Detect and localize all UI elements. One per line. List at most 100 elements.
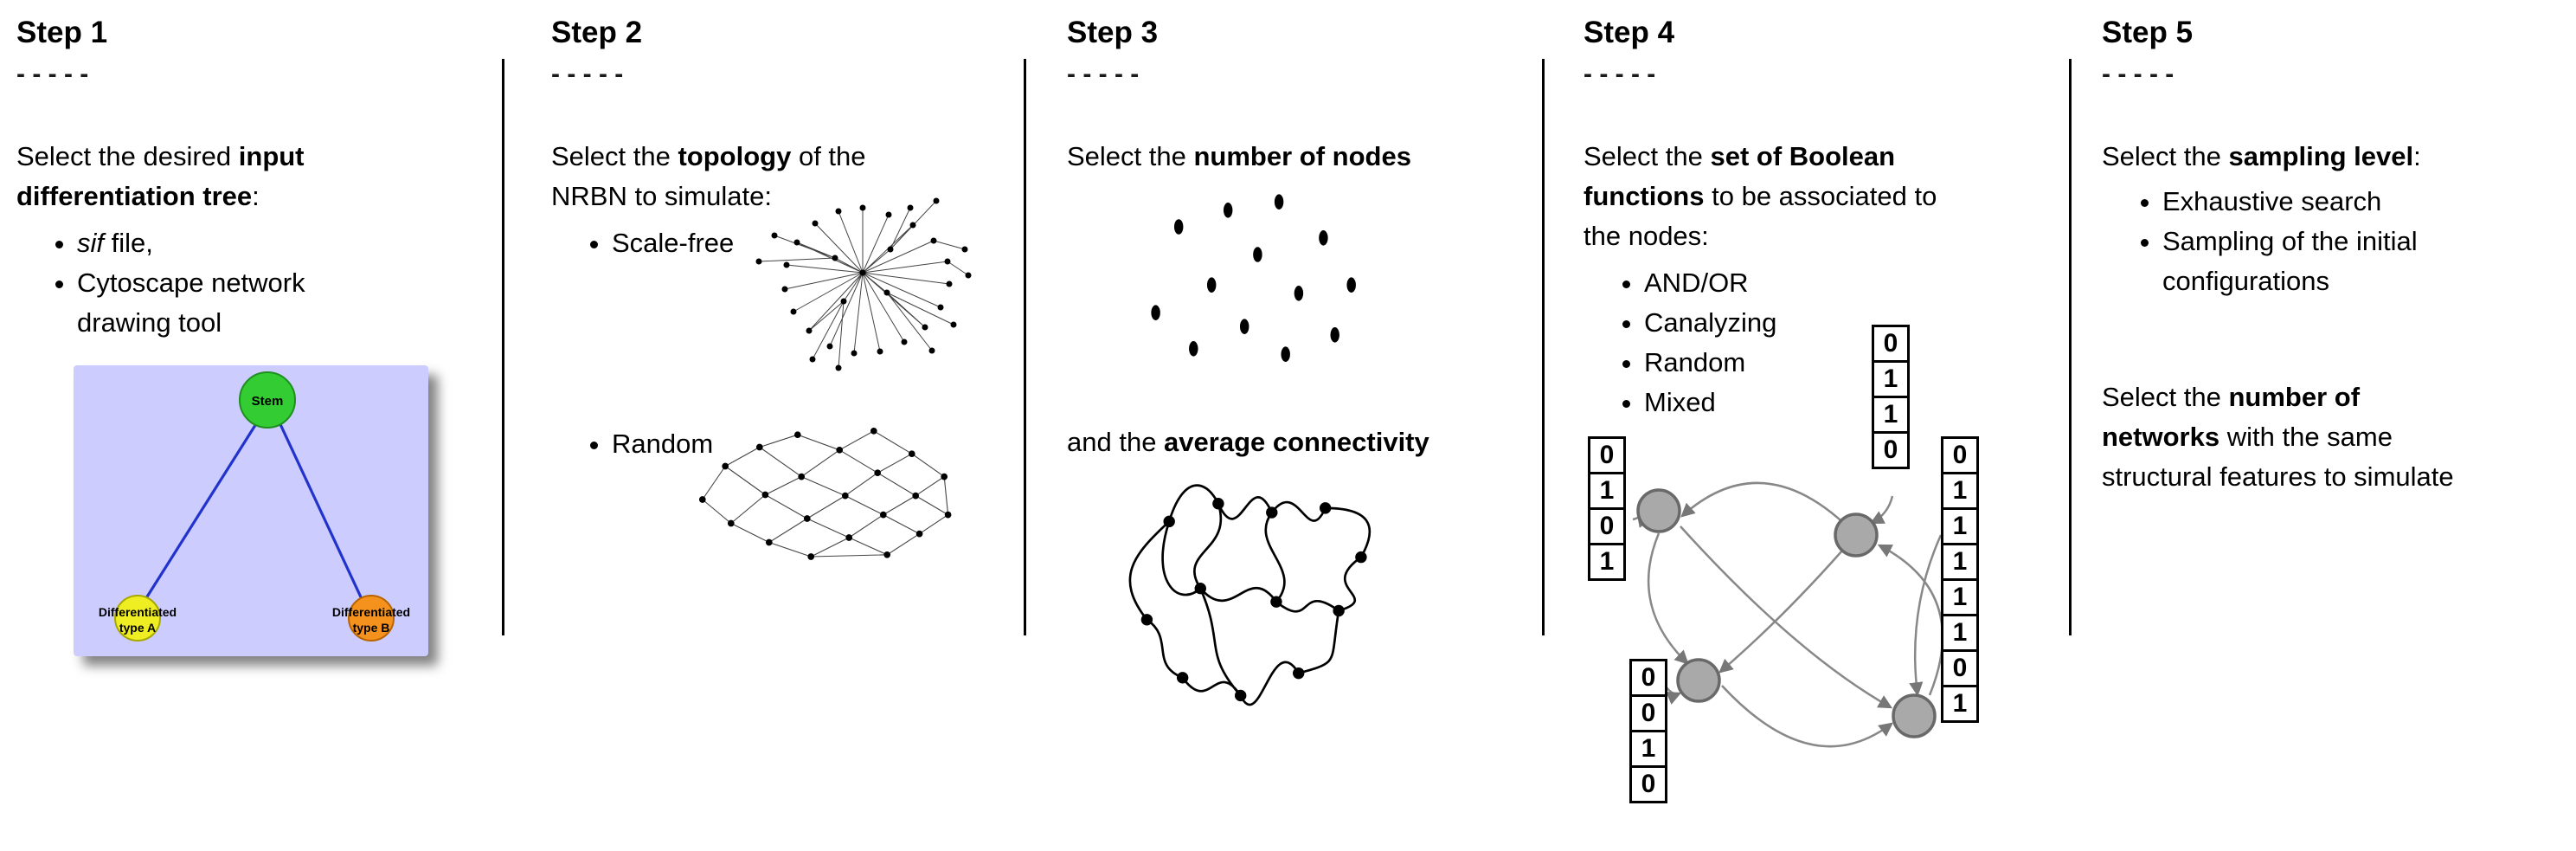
truth-table-cell: 1 bbox=[1588, 543, 1626, 581]
step-2-options: Scale-free Random bbox=[551, 223, 1014, 464]
network-edges bbox=[758, 200, 969, 369]
bullet-text: Cytoscape network drawing tool bbox=[77, 268, 305, 338]
type-b-label-line1: Differentiated bbox=[332, 605, 410, 619]
truth-table-cell: 0 bbox=[1941, 649, 1979, 687]
step-1-column: Step 1 - - - - - Select the desired inpu… bbox=[16, 0, 501, 656]
bullet-text: Sampling of the initial configurations bbox=[2162, 226, 2418, 296]
truth-table-cell: 0 bbox=[1872, 325, 1910, 363]
bullet-text: Exhaustive search bbox=[2162, 186, 2382, 216]
truth-table-cell: 0 bbox=[1629, 694, 1667, 732]
truth-table-cell: 1 bbox=[1941, 578, 1979, 616]
bullet-text: Mixed bbox=[1644, 387, 1716, 417]
instruction-bold: sampling level bbox=[2228, 141, 2414, 171]
bullet-random: Random bbox=[612, 424, 1014, 464]
instruction-bold: number of networks bbox=[2102, 382, 2361, 452]
instruction-text: Select the bbox=[2102, 141, 2229, 171]
scale-free-network-figure bbox=[755, 197, 972, 371]
bullet-sampling: Sampling of the initial configurations bbox=[2162, 222, 2576, 301]
truth-table-cell: 0 bbox=[1629, 765, 1667, 803]
bullet-canalyzing: Canalyzing bbox=[1644, 303, 2068, 343]
instruction-bold: set of Boolean functions bbox=[1584, 141, 1896, 211]
step-3-column: Step 3 - - - - - Select the number of no… bbox=[1067, 0, 1539, 727]
truth-table-cell: 1 bbox=[1588, 472, 1626, 510]
truth-table-cell: 1 bbox=[1629, 730, 1667, 768]
step-2-title: Step 2 bbox=[551, 16, 643, 49]
type-b-label-line2: type B bbox=[353, 621, 390, 635]
tree-edges bbox=[143, 422, 364, 602]
column-divider-4 bbox=[2069, 59, 2072, 635]
step-4-instruction: Select the set of Boolean functions to b… bbox=[1584, 137, 2068, 256]
bullet-text: file, bbox=[104, 228, 153, 258]
step-5-instruction-sampling: Select the sampling level: bbox=[2102, 137, 2576, 177]
bullet-text: Random bbox=[1644, 347, 1746, 377]
step-4-column: Step 4 - - - - - Select the set of Boole… bbox=[1584, 0, 2068, 422]
step-5-options: Exhaustive search Sampling of the initia… bbox=[2102, 182, 2576, 301]
instruction-text: : bbox=[2413, 141, 2421, 171]
truth-table-cell: 1 bbox=[1872, 396, 1910, 434]
bullet-random-functions: Random bbox=[1644, 343, 2068, 383]
step-5-column: Step 5 - - - - - Select the sampling lev… bbox=[2102, 0, 2576, 497]
instruction-text: : bbox=[252, 181, 260, 211]
boolean-node bbox=[1636, 488, 1681, 533]
bullet-text: Scale-free bbox=[612, 228, 735, 258]
instruction-text: to be associated to the nodes: bbox=[1584, 181, 1937, 251]
step-3-dashes: - - - - - bbox=[1067, 60, 1140, 88]
curved-edges bbox=[1128, 484, 1372, 706]
step-2-column: Step 2 - - - - - Select the topology of … bbox=[551, 0, 1014, 560]
instruction-bold: number of nodes bbox=[1193, 141, 1411, 171]
truth-table-top: 0 1 1 0 bbox=[1872, 325, 1910, 469]
instruction-bold: topology bbox=[678, 141, 792, 171]
instruction-text: Select the desired bbox=[16, 141, 239, 171]
step-4-options: AND/OR Canalyzing Random Mixed bbox=[1584, 263, 2068, 422]
bullet-text: Random bbox=[612, 429, 714, 459]
instruction-text: Select the bbox=[1584, 141, 1711, 171]
bullet-sif-file: sif file, bbox=[77, 223, 501, 263]
boolean-network-svg bbox=[1632, 481, 1944, 748]
truth-table-right: 0 1 1 1 1 1 0 1 bbox=[1941, 436, 1979, 723]
truth-table-cell: 1 bbox=[1941, 685, 1979, 723]
column-divider-3 bbox=[1542, 59, 1545, 635]
type-a-label-line1: Differentiated bbox=[99, 605, 177, 619]
truth-table-bottom-left: 0 0 1 0 bbox=[1629, 659, 1667, 803]
boolean-node bbox=[1676, 658, 1721, 703]
instruction-bold: average connectivity bbox=[1164, 427, 1429, 457]
boolean-network-figure: 0 1 1 0 0 1 0 1 0 0 1 0 0 1 1 1 1 1 0 1 bbox=[1584, 312, 2103, 851]
random-network-figure bbox=[698, 427, 952, 560]
step-1-title: Step 1 bbox=[16, 16, 108, 49]
instruction-text: of the NRBN to simulate: bbox=[551, 141, 866, 211]
column-divider-1 bbox=[502, 59, 504, 635]
network-nodes bbox=[698, 427, 952, 560]
truth-table-cell: 0 bbox=[1941, 436, 1979, 474]
type-b-node bbox=[348, 595, 395, 641]
instruction-bold: input differentiation tree bbox=[16, 141, 305, 211]
instruction-text: Select the bbox=[551, 141, 678, 171]
step-5-title: Step 5 bbox=[2102, 16, 2194, 49]
step-3-instruction-connectivity: and the average connectivity bbox=[1067, 422, 1539, 462]
network-nodes bbox=[1140, 498, 1367, 702]
instruction-text: Select the bbox=[1067, 141, 1194, 171]
step-3-instruction-nodes: Select the number of nodes bbox=[1067, 137, 1539, 177]
step-1-options: sif file, Cytoscape network drawing tool bbox=[16, 223, 501, 343]
instruction-text: with the same structural features to sim… bbox=[2102, 422, 2454, 492]
type-a-node bbox=[114, 595, 161, 641]
step-5-dashes: - - - - - bbox=[2102, 60, 2175, 88]
instruction-text: and the bbox=[1067, 427, 1165, 457]
network-edges bbox=[702, 430, 949, 558]
step-3-title: Step 3 bbox=[1067, 16, 1159, 49]
bullet-italic: sif bbox=[77, 228, 104, 258]
network-nodes bbox=[755, 197, 972, 371]
truth-table-cell: 1 bbox=[1941, 614, 1979, 652]
bullet-scale-free: Scale-free bbox=[612, 223, 1014, 263]
truth-table-cell: 1 bbox=[1941, 543, 1979, 581]
step-1-dashes: - - - - - bbox=[16, 60, 89, 88]
dots bbox=[1151, 194, 1356, 363]
network-arrows bbox=[1632, 481, 1944, 748]
bullet-cytoscape: Cytoscape network drawing tool bbox=[77, 263, 501, 343]
differentiation-tree-svg: Stem Differentiated type A Differentiate… bbox=[99, 371, 410, 641]
step-2-dashes: - - - - - bbox=[551, 60, 624, 88]
column-divider-2 bbox=[1024, 59, 1026, 635]
nodes-dots-figure bbox=[1151, 194, 1356, 363]
boolean-node bbox=[1834, 513, 1879, 558]
connectivity-network-figure bbox=[1128, 484, 1372, 706]
